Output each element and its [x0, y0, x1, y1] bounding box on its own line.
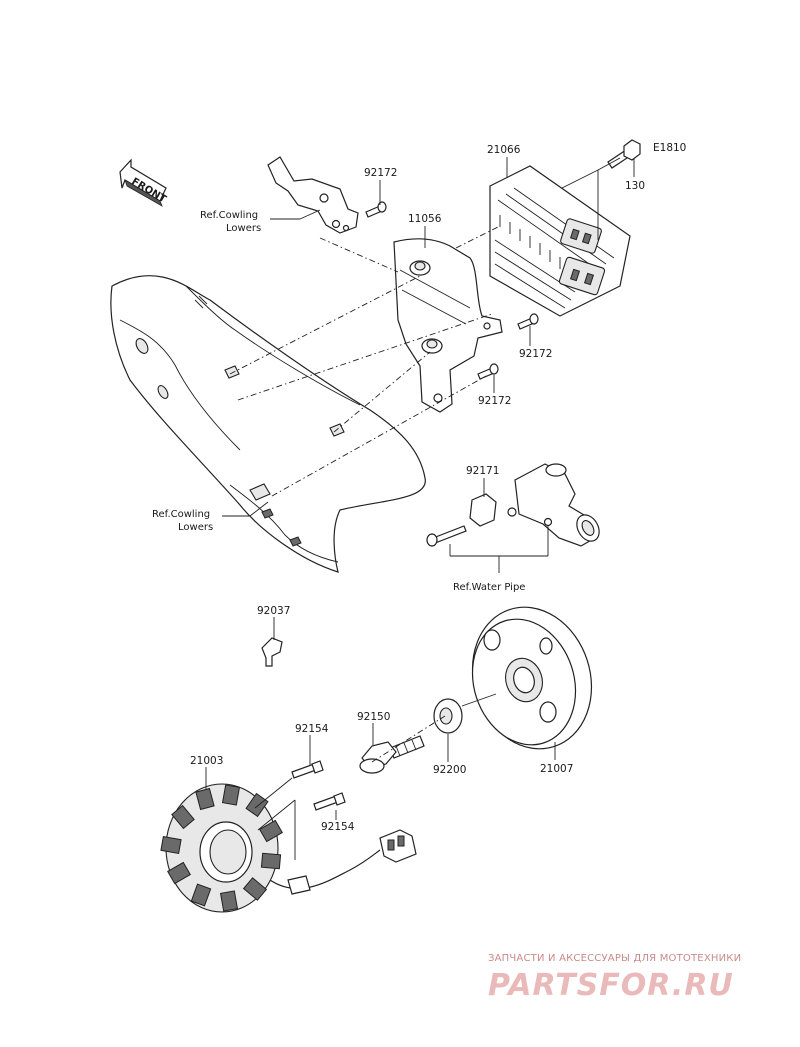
mounting-bracket-11056	[393, 238, 503, 413]
clamp-92171	[469, 493, 497, 527]
part-labels: 21066 130 92172 11056 92172 92172 92171 …	[152, 144, 645, 833]
bolt-130	[607, 139, 641, 169]
label-92172-c: 92172	[478, 395, 511, 407]
screw-92154-a	[291, 760, 324, 779]
bolt-92172-b	[517, 313, 539, 330]
washer-92200	[433, 698, 463, 734]
label-130: 130	[625, 180, 645, 192]
front-arrow-icon: FRONT	[119, 158, 168, 207]
ref-cowling-upper-line2: Lowers	[226, 223, 261, 234]
label-92200: 92200	[433, 764, 466, 776]
leader-lines	[205, 157, 635, 860]
label-92154-b: 92154	[321, 821, 355, 833]
clip-92037	[261, 637, 283, 667]
ref-cowling-upper-line1: Ref.Cowling	[200, 210, 258, 221]
bolt-92172-a	[365, 201, 387, 218]
label-92150: 92150	[357, 711, 390, 723]
label-21003: 21003	[190, 755, 223, 767]
label-92154-a: 92154	[295, 723, 329, 735]
flywheel-rotor-21007	[471, 606, 593, 750]
bolt-92150	[359, 735, 425, 774]
ref-cowling-lower-line1: Ref.Cowling	[152, 509, 210, 520]
screw-92154-b	[313, 792, 346, 811]
stator-21003	[160, 783, 417, 913]
label-92172-b: 92172	[519, 348, 552, 360]
watermark-tagline: ЗАПЧАСТИ И АКСЕССУАРЫ ДЛЯ МОТОТЕХНИКИ	[488, 953, 742, 964]
water-pipe	[507, 463, 600, 547]
label-21066: 21066	[487, 144, 521, 156]
ref-water-pipe: Ref.Water Pipe	[453, 582, 525, 593]
bolt-92172-c	[477, 363, 499, 380]
cowling-panel	[110, 275, 426, 573]
label-92172-a: 92172	[364, 167, 397, 179]
diagram-code: E1810	[653, 142, 686, 154]
cowling-bracket	[267, 156, 359, 234]
label-11056: 11056	[408, 213, 442, 225]
label-21007: 21007	[540, 763, 573, 775]
watermark-logo: PARTSFOR.RU	[488, 968, 734, 1003]
regulator-rectifier	[489, 165, 631, 317]
water-pipe-bolt	[426, 525, 467, 547]
ref-cowling-lower-line2: Lowers	[178, 522, 213, 533]
label-92171: 92171	[466, 465, 499, 477]
label-92037: 92037	[257, 605, 290, 617]
